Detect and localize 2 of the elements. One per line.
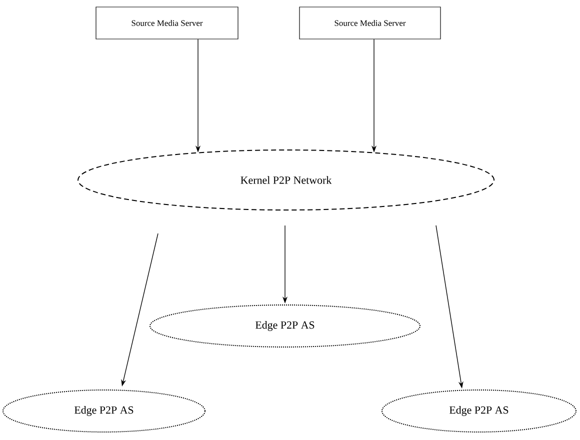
server-box: Source Media Server: [299, 6, 441, 40]
server-box: Source Media Server: [96, 6, 238, 40]
